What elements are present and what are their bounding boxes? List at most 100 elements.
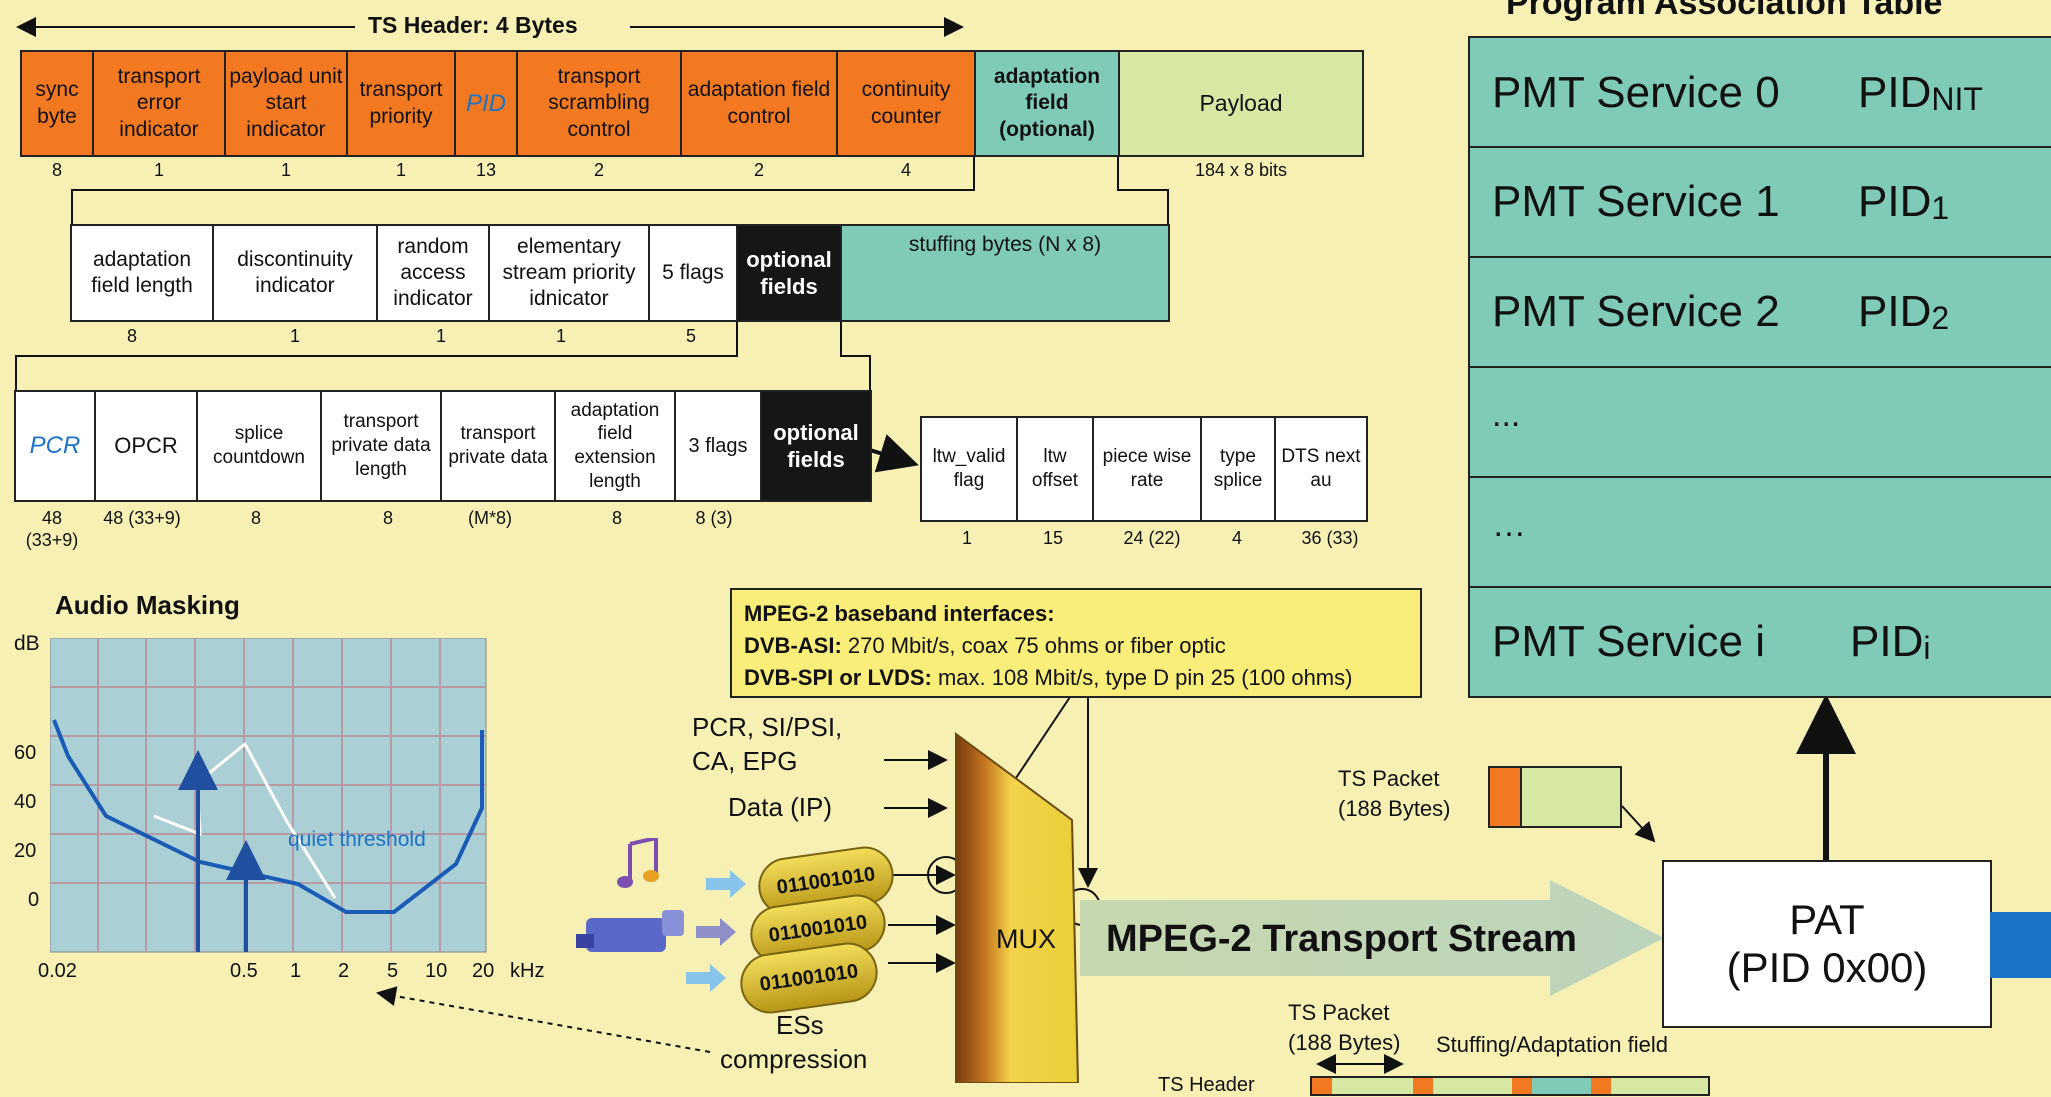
mux-label: MUX (996, 924, 1056, 954)
strip-payload (1610, 1078, 1708, 1094)
pat-row-pid-sub: 1 (1931, 189, 1950, 226)
mux-block (955, 732, 1080, 1083)
bits-piece-wise: 24 (22) (1123, 528, 1181, 548)
field-optional-fields-2: optional fields (760, 390, 872, 502)
field-es-priority-indicator: elementary stream priority idnicator (488, 224, 650, 322)
video-camera-icon (576, 910, 684, 952)
ts-packet-bottom-1: TS Packet (1288, 1000, 1390, 1025)
field-pcr: PCR (14, 390, 96, 502)
mux-input-data: Data (IP) (728, 792, 833, 822)
audio-x-tick: 20 (472, 960, 495, 982)
interfaces-box: MPEG-2 baseband interfaces: DVB-ASI: 270… (730, 588, 1422, 698)
ts-packet-label-2: (188 Bytes) (1338, 796, 1451, 821)
field-ltw-valid-flag: ltw_valid flag (920, 416, 1018, 522)
interfaces-title: MPEG-2 baseband interfaces: (744, 601, 1055, 626)
pat-table-title: Program Association Table (1506, 0, 1943, 22)
field-pid: PID (454, 50, 518, 157)
bits-3-flags: 8 (3) (695, 508, 733, 528)
field-ltw-offset: ltw offset (1016, 416, 1094, 522)
pat-row-pid-sub: 2 (1931, 299, 1950, 336)
pat-box: PAT (PID 0x00) (1662, 860, 1992, 1028)
audio-masking-chart (50, 638, 487, 953)
bits-type-splice: 4 (1231, 528, 1242, 548)
strip-payload (1331, 1078, 1413, 1094)
capsule-text: 011001010 (775, 862, 877, 899)
pat-box-title: PAT (1789, 895, 1865, 943)
bits-dts-next: 36 (33) (1301, 528, 1359, 548)
pat-box-pid: (PID 0x00) (1726, 944, 1928, 991)
field-piece-wise-rate: piece wise rate (1092, 416, 1202, 522)
stuffing-adaptation-label: Stuffing/Adaptation field (1436, 1032, 1668, 1057)
strip-header (1511, 1078, 1532, 1094)
pat-row-4: … (1470, 476, 2051, 586)
pat-row-service: ... (1492, 396, 1521, 434)
strip-header (1312, 1078, 1332, 1094)
field-discontinuity-indicator: discontinuity indicator (212, 224, 378, 322)
pat-row-pid: PID (1858, 177, 1932, 226)
field-splice-countdown: splice countdown (196, 390, 322, 502)
ts-packet-bottom-2: (188 Bytes) (1288, 1030, 1401, 1055)
field-5-flags: 5 flags (648, 224, 738, 322)
es-label-1: ESs (776, 1010, 824, 1040)
field-adaptation-field-control: adaptation field control (680, 50, 838, 157)
audio-x-unit: kHz (510, 960, 545, 982)
field-stuffing-bytes: stuffing bytes (N x 8) (840, 224, 1170, 322)
audio-y-tick: 20 (14, 840, 37, 862)
mux-input-pcr-2: CA, EPG (692, 746, 798, 776)
capsule-text: 011001010 (767, 910, 869, 947)
bits-transport-error: 1 (153, 160, 164, 180)
field-adaptation-field-length: adaptation field length (70, 224, 214, 322)
bits-splice-countdown: 8 (250, 508, 261, 528)
interfaces-asi-text: 270 Mbit/s, coax 75 ohms or fiber optic (841, 632, 1226, 658)
bits-continuity-counter: 4 (900, 160, 911, 180)
field-transport-scrambling-control: transport scrambling control (516, 50, 682, 157)
transport-stream-label: MPEG-2 Transport Stream (1106, 918, 1577, 960)
interfaces-line-2: DVB-SPI or LVDS: max. 108 Mbit/s, type D… (744, 662, 1408, 694)
bits-5-flags: 5 (685, 326, 696, 346)
field-opcr: OPCR (94, 390, 198, 502)
bits-opcr: 48 (33+9) (103, 508, 181, 528)
field-transport-private-data: transport private data (440, 390, 556, 502)
field-sync-byte: sync byte (20, 50, 94, 157)
strip-header (1591, 1078, 1611, 1094)
bits-transport-priority: 1 (395, 160, 406, 180)
pat-row-3: ... (1470, 366, 2051, 476)
audio-masking-title: Audio Masking (55, 590, 240, 620)
bits-pcr: 48 (33+9) (25, 508, 79, 550)
audio-curve-label: quiet threshold (288, 828, 426, 851)
bits-pid: 13 (475, 160, 497, 180)
bits-ltw-valid: 1 (961, 528, 972, 548)
field-optional-fields: optional fields (736, 224, 842, 322)
pat-row-service: … (1492, 506, 1526, 544)
pat-row-service: PMT Service 0 (1492, 68, 1780, 117)
strip-payload (1432, 1078, 1512, 1094)
bits-sync-byte: 8 (51, 160, 62, 180)
field-dts-next-au: DTS next au (1274, 416, 1368, 522)
audio-x-tick: 0.02 (38, 960, 77, 982)
field-transport-priority: transport priority (346, 50, 456, 157)
audio-y-tick: 0 (28, 889, 40, 911)
audio-y-unit: dB (14, 632, 40, 655)
audio-y-tick: 40 (14, 791, 37, 813)
ts-header-title: TS Header: 4 Bytes (368, 12, 578, 38)
bits-es-priority: 1 (555, 326, 566, 346)
strip-adaptation (1531, 1078, 1592, 1094)
pat-row-pid: PID (1858, 68, 1932, 117)
input-arrow-icon (686, 964, 726, 992)
bits-private-data: (M*8) (468, 508, 512, 528)
bits-ltw-offset: 15 (1042, 528, 1064, 548)
interfaces-spi-label: DVB-SPI or LVDS: (744, 664, 932, 690)
bits-extension-length: 8 (611, 508, 622, 528)
field-type-splice: type splice (1200, 416, 1276, 522)
strip-header (1412, 1078, 1433, 1094)
audio-x-tick: 10 (425, 960, 448, 982)
pat-row-service: PMT Service 1 (1492, 177, 1780, 226)
interfaces-spi-text: max. 108 Mbit/s, type D pin 25 (100 ohms… (931, 664, 1353, 690)
capsule-text: 011001010 (758, 959, 860, 996)
transport-stream-arrow (1080, 880, 1664, 996)
mux-input-pcr-1: PCR, SI/PSI, (692, 712, 843, 742)
input-arrow-icon (696, 918, 736, 946)
